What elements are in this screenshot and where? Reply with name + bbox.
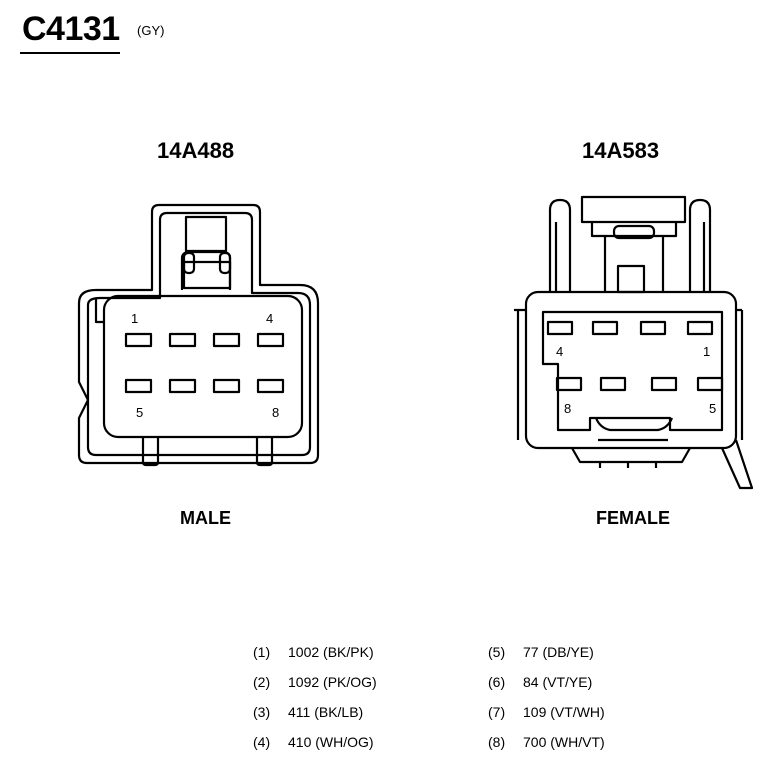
title-underline	[20, 52, 120, 54]
legend-pin: (1)	[253, 644, 271, 660]
male-pin-label: 1	[131, 311, 138, 326]
female-pin-label: 4	[556, 344, 563, 359]
legend-circuit: 84 (VT/YE)	[523, 674, 593, 690]
female-pin-label: 8	[564, 401, 571, 416]
legend-pin: (4)	[253, 734, 271, 750]
legend-pin: (5)	[488, 644, 506, 660]
legend-circuit: 1002 (BK/PK)	[288, 644, 374, 660]
male-label: MALE	[180, 508, 231, 528]
female-part-number: 14A583	[582, 138, 660, 163]
connector-color-code: (GY)	[137, 23, 165, 38]
legend-circuit: 410 (WH/OG)	[288, 734, 374, 750]
legend-pin: (3)	[253, 704, 271, 720]
legend-pin: (8)	[488, 734, 506, 750]
legend-circuit: 700 (WH/VT)	[523, 734, 605, 750]
male-pin-label: 8	[272, 405, 279, 420]
male-pin-label: 5	[136, 405, 143, 420]
legend-pin: (2)	[253, 674, 271, 690]
legend-circuit: 1092 (PK/OG)	[288, 674, 377, 690]
female-label: FEMALE	[596, 508, 670, 528]
legend-circuit: 77 (DB/YE)	[523, 644, 594, 660]
legend-circuit: 411 (BK/LB)	[288, 704, 364, 720]
connector-id: C4131	[22, 10, 120, 48]
legend-pin: (7)	[488, 704, 506, 720]
female-pin-label: 1	[703, 344, 710, 359]
female-pin-label: 5	[709, 401, 716, 416]
male-part-number: 14A488	[157, 138, 235, 163]
male-pin-label: 4	[266, 311, 273, 326]
legend-circuit: 109 (VT/WH)	[523, 704, 605, 720]
legend-pin: (6)	[488, 674, 506, 690]
